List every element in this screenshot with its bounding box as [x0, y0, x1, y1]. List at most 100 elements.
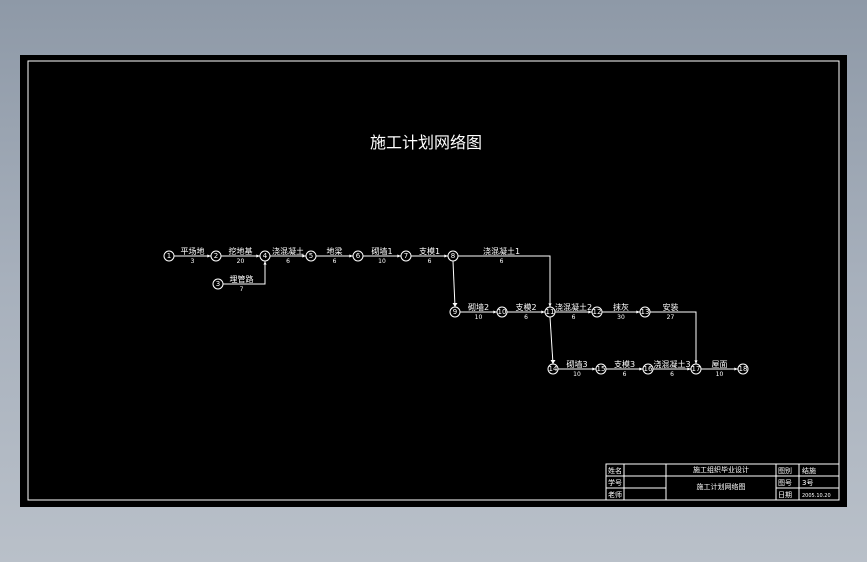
node-number: 3 [216, 280, 220, 288]
event-node: 9 [449, 306, 461, 318]
activity-arrow [650, 311, 697, 364]
activity-duration: 20 [237, 258, 245, 265]
arrowhead [541, 310, 545, 314]
node-number: 13 [641, 308, 650, 316]
event-node: 1 [163, 250, 175, 262]
activity-name: 地梁 [327, 246, 343, 256]
node-number: 1 [167, 252, 171, 260]
arrowhead [302, 254, 306, 258]
node-number: 9 [453, 308, 457, 316]
arrowhead [397, 254, 401, 258]
arrowhead [592, 367, 596, 371]
date-label: 日期 [778, 491, 792, 499]
arrowhead [550, 360, 556, 364]
node-number: 6 [356, 252, 361, 260]
event-node: 7 [400, 250, 412, 262]
activity-name: 支模3 [614, 359, 635, 369]
diagram-title: 施工计划网络图 [370, 133, 482, 152]
activity-name: 安装 [663, 302, 679, 312]
drawing-number-value: 3号 [802, 479, 813, 487]
dependency-line [452, 260, 456, 308]
node-number: 8 [451, 252, 455, 260]
arrowhead [588, 310, 592, 314]
activity-duration: 30 [617, 314, 625, 321]
node-number: 16 [644, 365, 653, 373]
arrowhead [452, 303, 458, 307]
node-number: 12 [593, 308, 602, 316]
event-node: 17 [690, 363, 702, 375]
event-node: 3 [212, 278, 224, 290]
activity-name: 支模2 [515, 302, 536, 312]
activity-duration: 6 [428, 258, 432, 265]
event-node: 8 [447, 250, 459, 262]
title-block: 姓名 学号 老师 施工组织毕业设计 施工计划网络图 图别 结施 图号 3号 日期… [605, 463, 840, 501]
event-node: 5 [305, 250, 317, 262]
arrowhead [207, 254, 211, 258]
activity-name: 埋管路 [230, 274, 254, 284]
node-number: 15 [597, 365, 606, 373]
node-number: 18 [739, 365, 748, 373]
arrowhead [444, 254, 448, 258]
event-node: 12 [591, 306, 603, 318]
activity-duration: 6 [500, 258, 504, 265]
drawing-type-label: 图别 [778, 466, 792, 475]
arrowhead [263, 261, 267, 265]
node-number: 17 [692, 365, 701, 373]
arrowhead [493, 310, 497, 314]
event-node: 16 [642, 363, 654, 375]
activity-arrow [223, 261, 266, 285]
activity-name: 砌墙3 [566, 359, 587, 369]
event-node: 14 [547, 363, 559, 375]
arrowhead [636, 310, 640, 314]
event-node: 13 [639, 306, 651, 318]
node-number: 4 [263, 252, 268, 260]
node-number: 14 [549, 365, 558, 373]
node-number: 11 [546, 308, 555, 316]
activity-name: 砌墙1 [371, 246, 392, 256]
activity-name: 平场地 [181, 246, 205, 256]
advisor-label: 老师 [608, 490, 622, 499]
arrowhead [256, 254, 260, 258]
event-node: 2 [210, 250, 222, 262]
activity-duration: 6 [524, 314, 528, 321]
activity-labels: 平场地3挖地基20埋管路7浇混凝土6地梁6砌墙110支模16浇混凝土16砌墙21… [181, 246, 728, 378]
activity-duration: 7 [240, 286, 244, 293]
node-number: 5 [309, 252, 313, 260]
activity-duration: 3 [191, 258, 195, 265]
arrowhead [734, 367, 738, 371]
title-block-frame [605, 463, 840, 501]
activity-duration: 6 [333, 258, 337, 265]
arrowhead [687, 367, 691, 371]
node-number: 2 [214, 252, 218, 260]
arrowhead [694, 360, 698, 364]
activity-duration: 6 [286, 258, 290, 265]
activity-duration: 27 [667, 314, 675, 321]
activity-name: 浇混凝土1 [483, 246, 520, 256]
name-label: 姓名 [608, 466, 622, 475]
activity-name: 抹灰 [613, 302, 629, 312]
inner-frame [27, 60, 840, 501]
node-number: 10 [498, 308, 507, 316]
activity-name: 砌墙2 [468, 302, 489, 312]
activity-duration: 10 [475, 314, 483, 321]
arrowhead [639, 367, 643, 371]
project-name: 施工组织毕业设计 [693, 465, 749, 474]
date-value: 2005.10.20 [802, 493, 831, 499]
activity-name: 屋面 [712, 360, 728, 369]
activity-arrows [174, 254, 738, 371]
arrowhead [349, 254, 353, 258]
activity-duration: 10 [573, 371, 581, 378]
event-node: 11 [544, 306, 556, 318]
event-node: 10 [496, 306, 508, 318]
activity-arrow [458, 255, 551, 307]
event-node: 18 [737, 363, 749, 375]
drawing-name: 施工计划网络图 [697, 482, 746, 491]
node-number: 7 [404, 252, 408, 260]
activity-name: 挖地基 [229, 246, 253, 256]
arrowhead [548, 303, 552, 307]
activity-name: 浇混凝土3 [653, 359, 690, 369]
activity-duration: 6 [670, 371, 674, 378]
